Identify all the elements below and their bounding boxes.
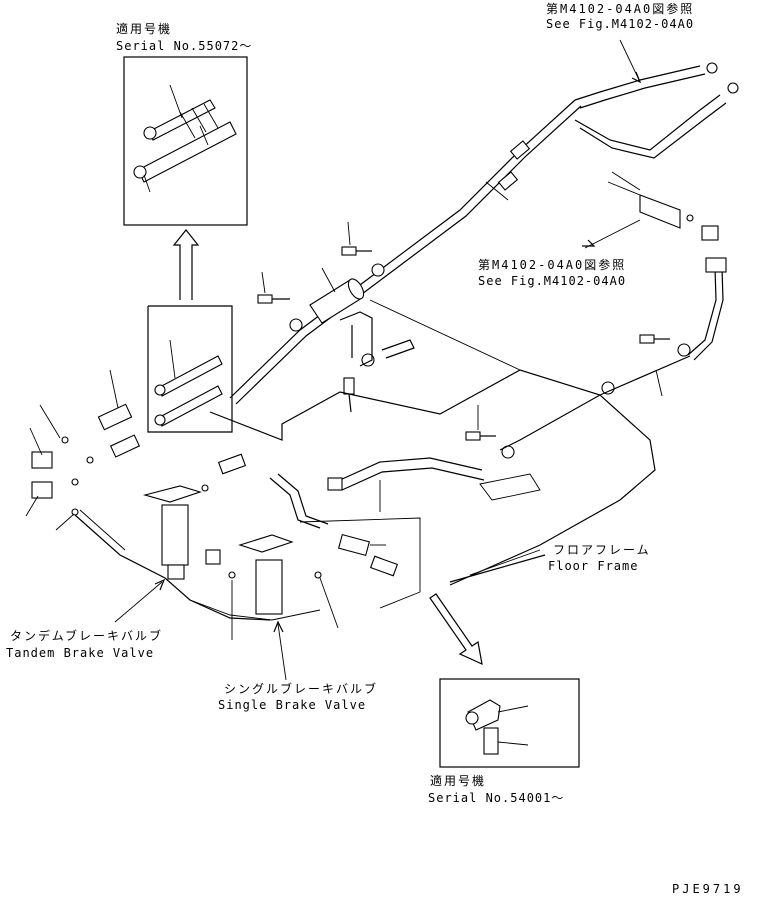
single-valve-en: Single Brake Valve	[218, 698, 367, 712]
left-fittings	[25, 369, 247, 531]
inset-bottom-jp: 適用号機	[430, 774, 487, 788]
single-brake-valve	[189, 534, 339, 640]
brake-valve-icon	[74, 485, 271, 621]
distribution-block	[607, 171, 719, 241]
mid-ref-jp: 第M4102-04A0図参照	[478, 258, 627, 272]
brake-line-upper	[229, 39, 739, 405]
bolt-icon	[257, 221, 670, 441]
mid-ref-en: See Fig.M4102-04A0	[478, 274, 627, 288]
tandem-valve-en: Tandem Brake Valve	[6, 646, 155, 660]
pointer-arrow-icon	[172, 229, 200, 300]
inset-bottom-box	[439, 678, 580, 768]
inset-top-jp: 適用号機	[116, 22, 173, 36]
tandem-valve-jp: タンデムブレーキバルブ	[10, 629, 164, 643]
top-ref-en: See Fig.M4102-04A0	[546, 17, 695, 31]
fitting-icon	[485, 140, 531, 201]
floor-frame-jp: フロアフレーム	[553, 543, 651, 557]
mounting-bracket	[339, 311, 415, 367]
lower-hose	[269, 457, 485, 529]
accumulator-cylinder	[309, 267, 365, 324]
inset-left-box	[147, 305, 233, 433]
inset-top-box	[123, 56, 248, 226]
floor-fittings	[337, 533, 399, 577]
inset-bottom-serial: Serial No.54001～	[428, 791, 565, 805]
hose-icon	[499, 257, 727, 451]
single-valve-jp: シングルブレーキバルブ	[224, 682, 379, 696]
inset-top-serial: Serial No.55072～	[116, 39, 253, 53]
drawing-id: PJE9719	[672, 882, 744, 896]
pointer-arrow-icon-2	[429, 593, 483, 666]
top-ref-jp: 第M4102-04A0図参照	[546, 2, 695, 16]
floor-frame-en: Floor Frame	[548, 559, 639, 573]
floor-frame-outline	[209, 299, 656, 609]
